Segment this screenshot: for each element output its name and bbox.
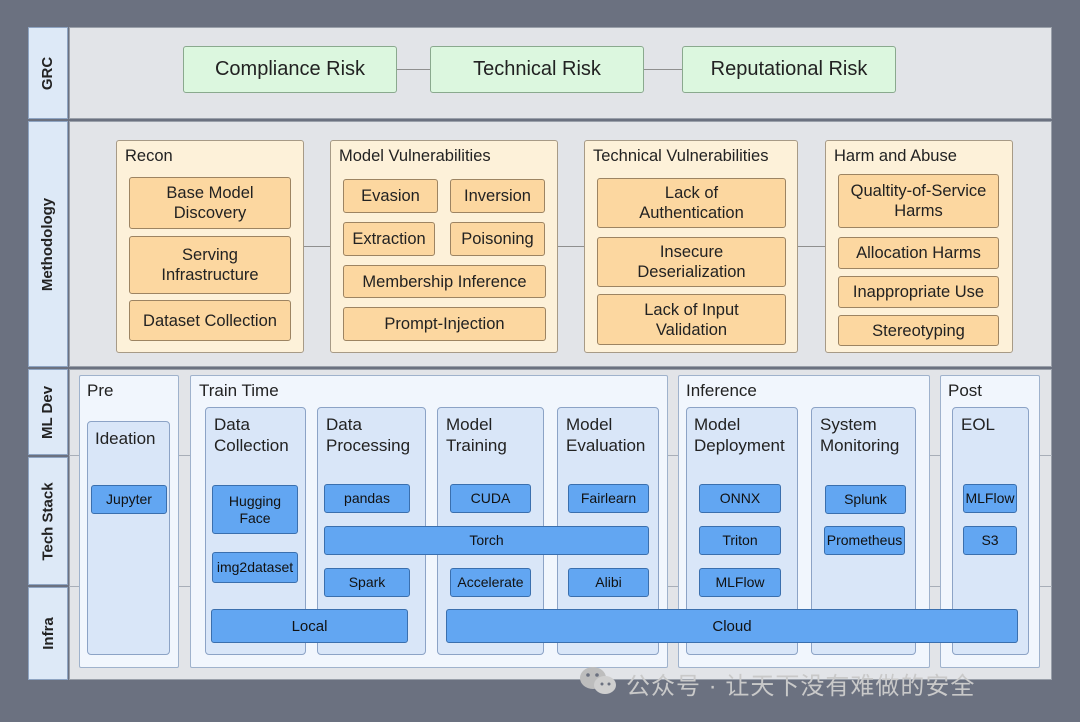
compliance-risk: Compliance Risk [183,46,397,93]
tool-spark: Spark [324,568,410,597]
phase-post-title: Post [948,381,983,400]
base-model-discovery: Base Model Discovery [129,177,291,229]
stage-model-deployment-title: Model Deployment [694,415,785,455]
membership-inference: Membership Inference [343,265,546,298]
infra-local: Local [211,609,408,643]
serving-infrastructure: Serving Infrastructure [129,236,291,294]
phase-train-time-title: Train Time [199,381,279,400]
prompt-injection: Prompt-Injection [343,307,546,341]
tool-hugging-face: Hugging Face [212,485,298,534]
tool-mlflow-deployment: MLFlow [699,568,781,597]
wechat-icon-graphic [580,667,616,694]
tool-splunk: Splunk [825,485,906,514]
stage-ideation [87,421,170,655]
tool-cuda: CUDA [450,484,531,513]
tool-pandas: pandas [324,484,410,513]
inversion: Inversion [450,179,545,213]
tool-mlflow-eol: MLFlow [963,484,1017,513]
infra-cloud: Cloud [446,609,1018,643]
stage-model-evaluation-title: Model Evaluation [566,415,646,455]
recon-title: Recon [125,147,173,165]
connector-line [557,246,585,247]
tool-torch: Torch [324,526,649,555]
quality-of-service-harms: Qualtity-of-Service Harms [838,174,999,228]
technical-vulnerabilities-title: Technical Vulnerabilities [593,147,769,165]
phase-pre-title: Pre [87,381,114,400]
lack-of-authentication: Lack of Authentication [597,178,786,228]
stage-system-monitoring-title: System Monitoring [820,415,900,455]
tool-accelerate: Accelerate [450,568,531,597]
inappropriate-use: Inappropriate Use [838,276,999,308]
harm-and-abuse-title: Harm and Abuse [834,147,957,165]
stage-ideation-title: Ideation [95,429,156,448]
tool-alibi: Alibi [568,568,649,597]
tool-fairlearn: Fairlearn [568,484,649,513]
lane-label-grc: GRC [28,27,68,119]
tool-onnx: ONNX [699,484,781,513]
tool-s3: S3 [963,526,1017,555]
reputational-risk: Reputational Risk [682,46,896,93]
stage-data-collection-title: Data Collection [214,415,289,455]
stereotyping: Stereotyping [838,315,999,346]
tool-img2dataset: img2dataset [212,552,298,583]
model-vulnerabilities-title: Model Vulnerabilities [339,147,491,165]
allocation-harms: Allocation Harms [838,237,999,269]
lane-label-ml-dev: ML Dev [28,369,68,455]
stage-model-training-title: Model Training [446,415,507,455]
connector-line [396,69,430,70]
insecure-deserialization: Insecure Deserialization [597,237,786,287]
stage-data-processing-title: Data Processing [326,415,411,455]
dataset-collection: Dataset Collection [129,300,291,341]
stage-eol-title: EOL [961,415,996,434]
lack-of-input-validation: Lack of Input Validation [597,294,786,345]
wechat-icon [578,664,618,698]
tool-triton: Triton [699,526,781,555]
tool-prometheus: Prometheus [824,526,905,555]
phase-inference-title: Inference [686,381,757,400]
lane-label-infra: Infra [28,587,68,680]
technical-risk: Technical Risk [430,46,644,93]
lane-label-methodology: Methodology [28,121,68,367]
lane-label-tech-stack: Tech Stack [28,457,68,585]
evasion: Evasion [343,179,438,213]
connector-line [643,69,683,70]
tool-jupyter: Jupyter [91,485,167,514]
poisoning: Poisoning [450,222,545,256]
watermark-text: 公众号 · 让天下没有难做的安全 [626,673,976,700]
connector-line [797,246,825,247]
extraction: Extraction [343,222,435,256]
connector-line [303,246,331,247]
